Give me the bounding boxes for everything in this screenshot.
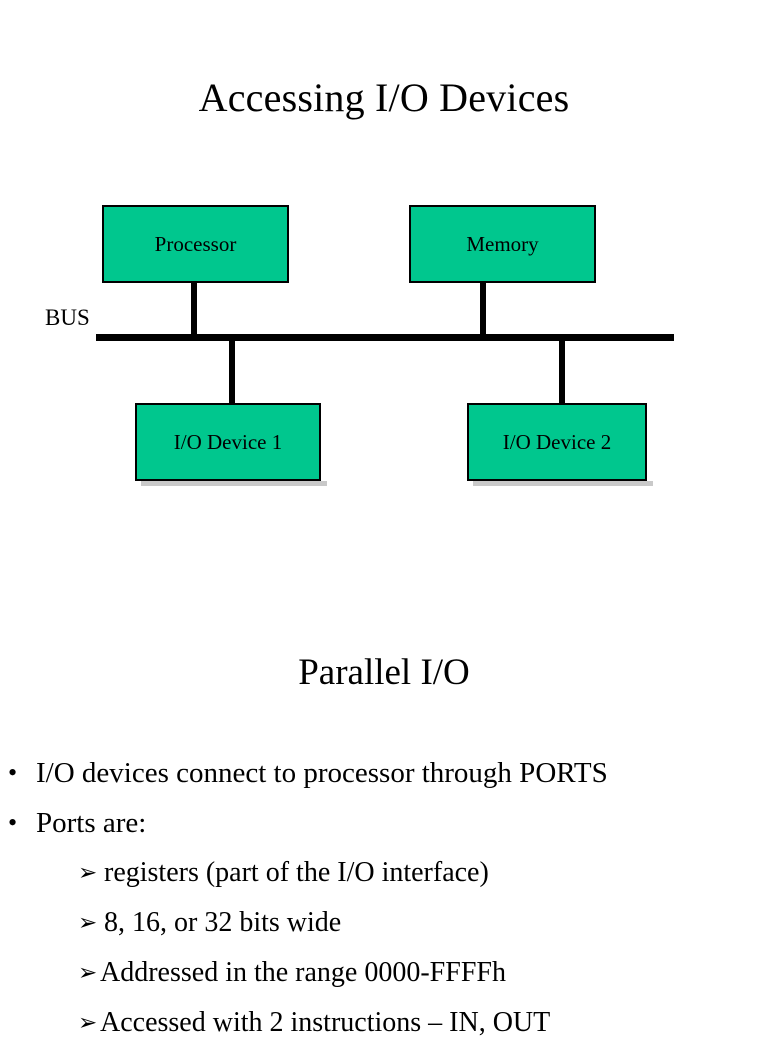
list-item-label: 8, 16, or 32 bits wide <box>104 907 342 938</box>
diagram-node-memory-label: Memory <box>466 232 539 256</box>
section-heading: Parallel I/O <box>298 652 470 693</box>
io-device-1-shadow <box>141 481 327 486</box>
bus-line <box>96 334 674 341</box>
list-item: ➢ registers (part of the I/O interface) <box>0 848 768 898</box>
bullet-arrow-icon: ➢ <box>78 910 98 935</box>
list-item-label: Accessed with 2 instructions – IN, OUT <box>100 1007 551 1038</box>
diagram-node-processor: Processor <box>102 205 289 283</box>
bus-label: BUS <box>45 305 90 330</box>
diagram-node-io-device-1: I/O Device 1 <box>135 403 321 481</box>
page-title: Accessing I/O Devices <box>198 75 570 120</box>
connector-bus-to-io-device-2 <box>559 338 565 405</box>
list-item: • Ports are: <box>0 798 768 848</box>
list-item: ➢ Accessed with 2 instructions – IN, OUT <box>0 998 768 1048</box>
list-item-label: Ports are: <box>36 807 147 839</box>
bullet-dot-icon: • <box>8 758 18 787</box>
list-item-label: I/O devices connect to processor through… <box>36 757 608 789</box>
connector-bus-to-io-device-1 <box>229 338 235 405</box>
bullet-list: • I/O devices connect to processor throu… <box>0 748 768 1048</box>
list-item: ➢ Addressed in the range 0000-FFFFh <box>0 948 768 998</box>
diagram-node-io-device-2: I/O Device 2 <box>467 403 647 481</box>
diagram-node-io-device-2-label: I/O Device 2 <box>502 430 612 454</box>
io-device-2-shadow <box>473 481 653 486</box>
diagram-node-memory: Memory <box>409 205 596 283</box>
bullet-arrow-icon: ➢ <box>78 860 98 885</box>
diagram-node-processor-label: Processor <box>154 232 237 256</box>
diagram-node-io-device-1-label: I/O Device 1 <box>173 430 283 454</box>
list-item-label: registers (part of the I/O interface) <box>104 857 489 888</box>
connector-memory-to-bus <box>480 281 486 338</box>
io-bus-diagram: BUS Processor Memory I/O Device 1 I/O De… <box>0 0 768 520</box>
connector-processor-to-bus <box>191 281 197 338</box>
bullet-dot-icon: • <box>8 808 18 837</box>
list-item: ➢ 8, 16, or 32 bits wide <box>0 898 768 948</box>
bullet-arrow-icon: ➢ <box>78 960 98 985</box>
bullet-arrow-icon: ➢ <box>78 1010 98 1035</box>
list-item-label: Addressed in the range 0000-FFFFh <box>100 957 506 988</box>
list-item: • I/O devices connect to processor throu… <box>0 748 768 798</box>
